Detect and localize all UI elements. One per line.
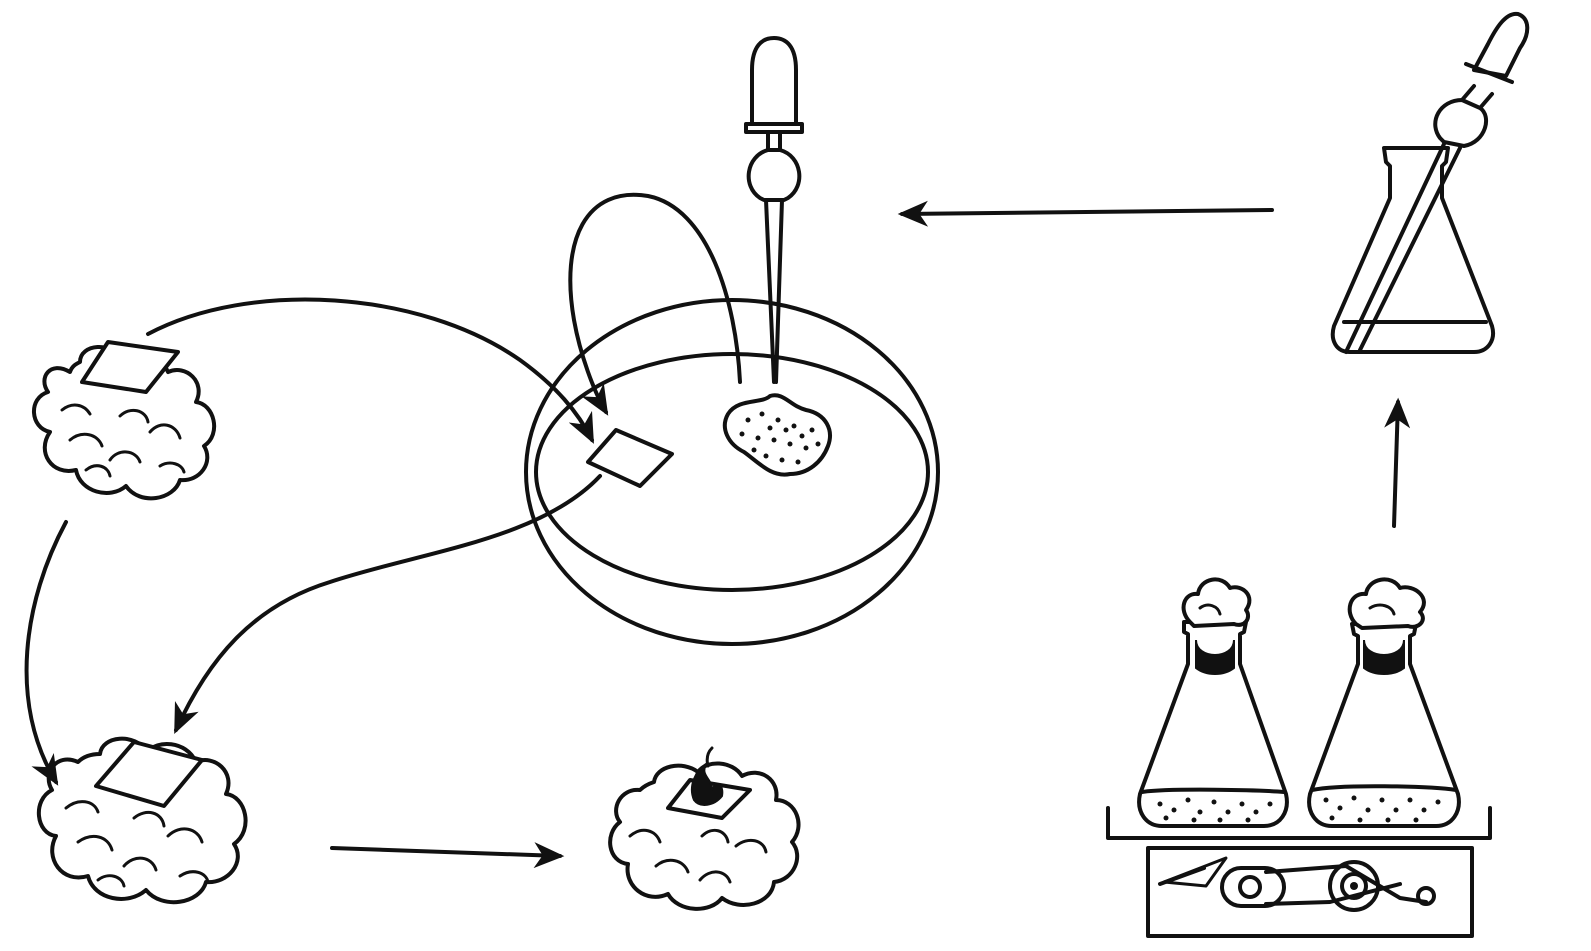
cotton-plug-icon xyxy=(1181,577,1252,628)
cotton-with-film-top-left xyxy=(32,340,216,501)
film-square-in-dish xyxy=(586,428,674,488)
pipette-bulb xyxy=(750,36,798,126)
flask-sediment xyxy=(1323,795,1441,823)
shaker-platform xyxy=(1106,806,1492,938)
petri-dish-lid-rim xyxy=(524,298,940,646)
cotton-with-sprout xyxy=(608,746,801,911)
edges xyxy=(24,192,1411,869)
erlenmeyer-flask xyxy=(1330,146,1495,354)
pipette-bowl xyxy=(746,148,802,202)
pipette-dropper xyxy=(744,36,804,384)
pipette-in-flask xyxy=(1344,11,1530,354)
flask-sediment xyxy=(1157,797,1273,823)
petri-dish xyxy=(524,298,940,646)
arrow-dish-to-bottom-cotton xyxy=(174,474,602,734)
arrow-shaker-to-flask xyxy=(1384,397,1411,528)
flask-with-pipette xyxy=(1330,11,1530,354)
arrow-topcotton-to-bottomcotton xyxy=(24,520,68,786)
flask-right-with-cotton xyxy=(1307,577,1461,828)
pulley-icon xyxy=(1328,860,1380,912)
sprout-icon xyxy=(690,746,724,806)
petri-dish-base-rim xyxy=(534,352,930,592)
dotted-sample-patch xyxy=(722,393,832,477)
arrow-cotton-to-sprout xyxy=(330,842,565,869)
film-square xyxy=(94,740,204,808)
arrow-flask-to-dish xyxy=(897,200,1274,227)
arrow-cotton-to-dish xyxy=(146,297,594,444)
cotton-plug-icon xyxy=(1347,577,1426,630)
flask-left-with-cotton xyxy=(1137,577,1289,828)
flasks-on-shaker xyxy=(1106,577,1492,938)
cotton-with-film-bottom-left xyxy=(36,736,248,905)
arrow-pipette-loop-to-dish xyxy=(568,192,742,416)
film-square xyxy=(80,340,180,394)
motor-wheel-icon xyxy=(1220,866,1286,908)
